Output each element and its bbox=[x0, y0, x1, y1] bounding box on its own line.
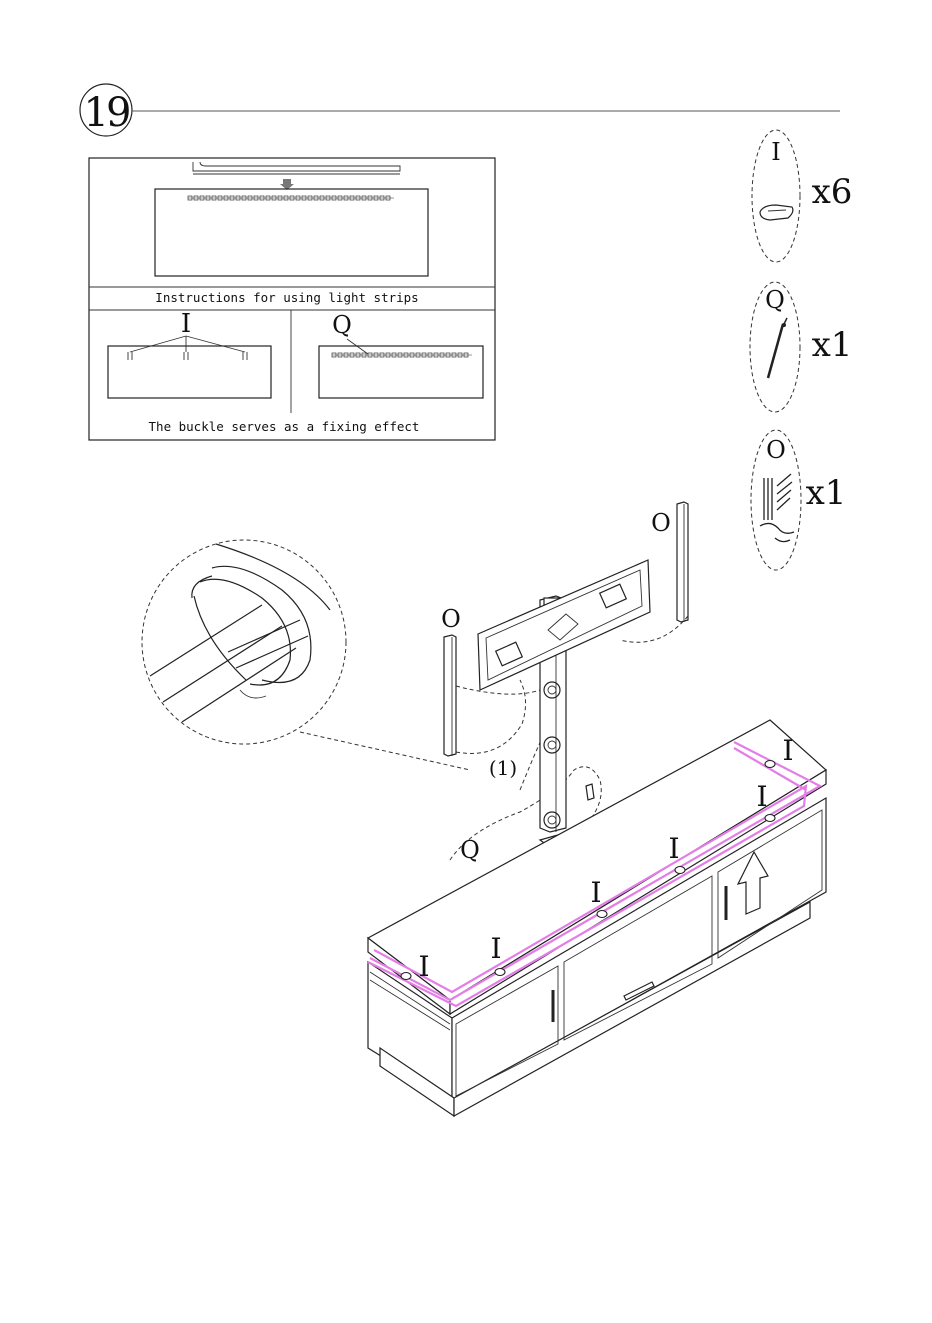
part-quantity: x1 bbox=[806, 473, 847, 513]
parts-list: I x6 Q x1 O bbox=[750, 130, 852, 570]
rod-left-label: O bbox=[441, 605, 461, 633]
buckle-label: I bbox=[782, 734, 793, 767]
buckle-label: I bbox=[490, 932, 501, 965]
strip-in-buckles-illustration: Q bbox=[319, 311, 483, 398]
part-quantity: x1 bbox=[812, 325, 853, 365]
buckle-label: I bbox=[756, 780, 767, 813]
detail-label: (1) bbox=[489, 756, 517, 780]
step-header: 19 bbox=[80, 84, 840, 136]
strip-led-row bbox=[332, 353, 472, 357]
strip-callout-label: Q bbox=[332, 311, 352, 339]
down-arrow-icon bbox=[280, 179, 294, 190]
light-rod-right: O bbox=[651, 502, 688, 622]
buckle-label: I bbox=[418, 950, 429, 983]
buckle-usage-illustration: I bbox=[108, 309, 271, 398]
part-light-rod-set: O x1 bbox=[751, 430, 846, 570]
part-light-strip: Q x1 bbox=[750, 282, 852, 412]
part-buckle: I x6 bbox=[752, 130, 852, 262]
part-quantity: x6 bbox=[812, 172, 853, 212]
light-rod-left: O bbox=[441, 605, 461, 756]
buckle-mark-icon bbox=[128, 352, 247, 360]
buckle-icon bbox=[760, 205, 793, 220]
instructions-caption: The buckle serves as a fixing effect bbox=[149, 419, 420, 434]
strip-label: Q bbox=[460, 836, 480, 864]
assembly-diagram: O O bbox=[142, 502, 826, 1116]
part-label: O bbox=[766, 436, 786, 464]
buckle-callout-label: I bbox=[181, 309, 191, 339]
buckle-icon bbox=[765, 815, 775, 822]
buckle-icon bbox=[675, 867, 685, 874]
buckle-label: I bbox=[590, 876, 601, 909]
instructions-title: Instructions for using light strips bbox=[155, 290, 418, 305]
strip-channel-illustration bbox=[155, 162, 428, 276]
instructions-panel: Instructions for using light strips I Q … bbox=[89, 158, 495, 440]
part-label: Q bbox=[765, 286, 785, 314]
connector-icon bbox=[586, 784, 594, 800]
strip-led-row bbox=[188, 196, 394, 200]
step-number: 19 bbox=[84, 90, 129, 136]
buckle-label: I bbox=[668, 832, 679, 865]
buckle-icon bbox=[765, 761, 775, 768]
buckle-icon bbox=[597, 911, 607, 918]
light-rod-set-icon bbox=[760, 474, 794, 542]
part-label: I bbox=[771, 138, 780, 166]
light-strip-icon bbox=[768, 318, 787, 378]
detail-magnifier bbox=[142, 540, 346, 744]
rod-right-label: O bbox=[651, 509, 671, 537]
buckle-icon bbox=[401, 973, 411, 980]
buckle-icon bbox=[495, 969, 505, 976]
